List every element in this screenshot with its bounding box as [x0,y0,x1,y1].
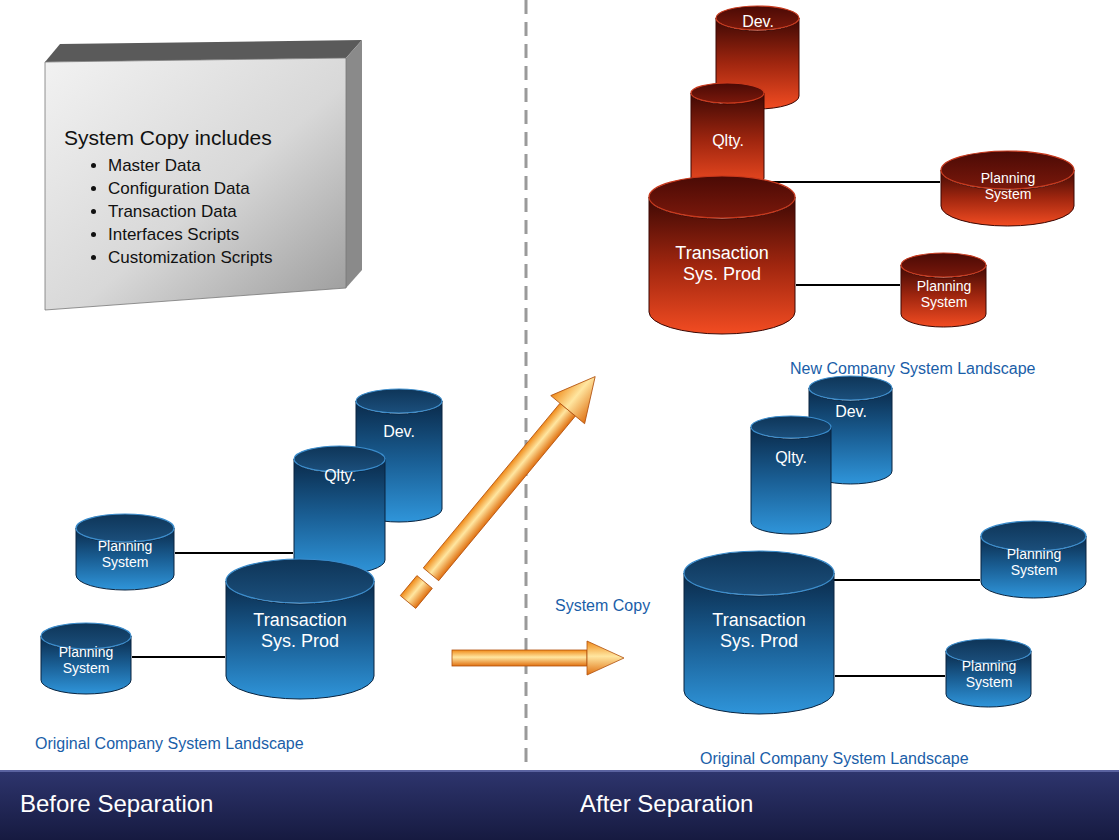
cylinder-label: Planning System [46,644,126,676]
database-cylinder: Planning System [40,622,132,695]
cylinder-label: Qlty. [756,449,826,467]
label-text: Original Company System Landscape [35,735,304,752]
connector-line [835,676,945,677]
cylinder-label: Planning System [906,278,982,310]
database-cylinder: Planning System [75,513,175,591]
connector-line [765,182,940,183]
connector-line [796,285,900,286]
landscape-caption: Original Company System Landscape [700,750,969,768]
footer-rule [0,770,1119,772]
database-cylinder: Planning System [980,520,1087,599]
phase-title: After Separation [580,790,753,818]
label-text: Original Company System Landscape [700,750,969,767]
label-text: System Copy [555,597,650,614]
label-text: New Company System Landscape [790,360,1035,377]
label-text: Before Separation [20,790,213,817]
cylinder-label: Planning System [951,658,1027,690]
database-cylinder: Planning System [900,252,987,328]
cylinder-label: Transaction Sys. Prod [238,610,362,651]
cylinder-label: Planning System [991,546,1077,578]
cylinder-shape [293,445,386,575]
panel-item: Interfaces Scripts [108,223,272,246]
cylinder-label: Dev. [816,403,886,421]
connector-line [132,657,225,658]
cylinder-label: Planning System [83,538,167,570]
panel-item: Customization Scripts [108,246,272,269]
continue-arrow [452,641,624,675]
database-cylinder: Qlty. [750,415,832,535]
cylinder-label: Transaction Sys. Prod [661,243,783,284]
connector-line [832,580,980,581]
connector-line [175,553,293,554]
cylinder-label: Qlty. [696,132,760,150]
cylinder-label: Dev. [362,423,436,441]
info-panel: System Copy includesMaster DataConfigura… [40,38,365,313]
database-cylinder: Planning System [940,150,1075,227]
cylinder-shape [750,415,832,535]
cylinder-label: Planning System [968,170,1048,202]
panel-item: Master Data [108,154,272,177]
panel-heading: System Copy includes [64,126,272,150]
database-cylinder: Transaction Sys. Prod [683,550,835,715]
landscape-caption: System Copy [555,597,650,615]
panel-item: Configuration Data [108,177,272,200]
database-cylinder: Transaction Sys. Prod [225,558,375,700]
panel-slab [40,38,365,313]
label-text: After Separation [580,790,753,817]
panel-list: Master DataConfiguration DataTransaction… [64,154,272,269]
landscape-caption: New Company System Landscape [790,360,1035,378]
cylinder-label: Qlty. [301,467,379,485]
cylinder-label: Transaction Sys. Prod [696,610,822,651]
landscape-caption: Original Company System Landscape [35,735,304,753]
database-cylinder: Qlty. [690,82,765,190]
footer-band [0,770,1119,840]
database-cylinder: Transaction Sys. Prod [648,175,796,335]
database-cylinder: Qlty. [293,445,386,575]
database-cylinder: Planning System [945,638,1032,708]
panel-item: Transaction Data [108,200,272,223]
phase-title: Before Separation [20,790,213,818]
cylinder-label: Dev. [723,13,793,31]
